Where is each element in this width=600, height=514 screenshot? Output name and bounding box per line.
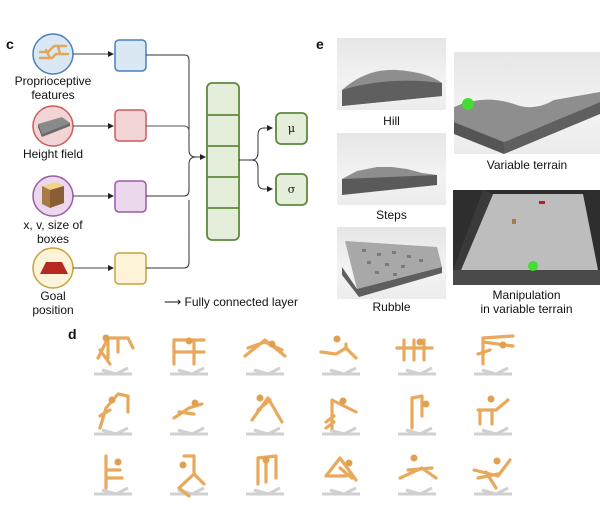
- input-proprioceptive-icon: [32, 33, 74, 75]
- hidden-layer-stack: [206, 82, 240, 241]
- agent-figure-icon: [243, 338, 287, 376]
- panel-label-e: e: [316, 36, 324, 52]
- morphology-thumbnail: [240, 328, 292, 380]
- terrain-label-hill: Hill: [383, 114, 400, 128]
- input-label-boxes: x, v, size of boxes: [23, 218, 83, 246]
- connector: [146, 200, 190, 269]
- morphology-thumbnail: [88, 328, 140, 380]
- morphology-thumbnail: [392, 328, 444, 380]
- agent-figure-icon: [94, 392, 132, 436]
- morphology-thumbnail: [164, 328, 216, 380]
- arrow-right-icon: ⟶: [164, 295, 182, 309]
- morphology-grid: [88, 328, 548, 508]
- terrain-thumbnail-steps: [337, 133, 446, 205]
- network-diagram: [32, 33, 308, 289]
- encoder-box-goal: [114, 252, 147, 285]
- encoder-box-boxes: [114, 180, 147, 213]
- agent-figure-icon: [398, 394, 436, 436]
- output-box-sigma: [275, 173, 308, 206]
- morphology-thumbnail: [316, 328, 368, 380]
- agent-figure-icon: [170, 337, 208, 376]
- terrain-thumbnail-manipulation: [453, 190, 600, 285]
- agent-figure-icon: [395, 338, 436, 376]
- agent-figure-icon: [170, 399, 208, 436]
- agent-figure-icon: [246, 394, 284, 436]
- agent-figure-icon: [246, 454, 284, 496]
- terrain-thumbnail-hill: [337, 38, 446, 110]
- agent-figure-icon: [322, 456, 360, 496]
- output-mu-label: μ: [287, 122, 296, 135]
- legend-text: Fully connected layer: [184, 295, 298, 309]
- agent-figure-icon: [398, 454, 438, 496]
- encoder-box-proprioceptive: [114, 39, 147, 72]
- arrow: [239, 125, 273, 161]
- connector: [146, 156, 197, 197]
- morphology-thumbnail: [392, 448, 444, 500]
- encoder-box-height-field: [114, 109, 147, 142]
- output-sigma-label: σ: [287, 183, 296, 196]
- agent-figure-icon: [474, 334, 515, 376]
- input-label-goal: Goal position: [32, 289, 74, 317]
- input-goal-icon: [32, 247, 74, 289]
- terrain-label-steps: Steps: [376, 208, 407, 222]
- morphology-thumbnail: [240, 448, 292, 500]
- input-label-proprioceptive: Proprioceptive features: [14, 74, 92, 102]
- legend: ⟶ Fully connected layer: [164, 295, 298, 309]
- morphology-thumbnail: [468, 328, 520, 380]
- agent-figure-icon: [322, 397, 360, 436]
- morphology-thumbnail: [468, 388, 520, 440]
- morphology-thumbnail: [240, 388, 292, 440]
- terrain-label-rubble: Rubble: [372, 300, 411, 314]
- agent-figure-icon: [319, 335, 360, 376]
- terrain-thumbnail-rubble: [337, 227, 446, 299]
- agent-figure-icon: [472, 457, 512, 496]
- morphology-thumbnail: [316, 448, 368, 500]
- panel-label-c: c: [6, 36, 14, 52]
- connector: [146, 54, 197, 158]
- connector: [146, 125, 190, 133]
- morphology-thumbnail: [88, 448, 140, 500]
- input-boxes-icon: [32, 175, 74, 217]
- output-box-mu: [275, 112, 308, 145]
- agent-figure-icon: [474, 395, 512, 436]
- agent-figure-icon: [94, 454, 132, 496]
- arrow: [251, 159, 273, 192]
- agent-figure-icon: [94, 334, 135, 376]
- terrain-label-manipulation: Manipulation in variable terrain: [480, 288, 573, 316]
- input-label-height-field: Height field: [22, 147, 84, 161]
- terrain-label-variable-terrain: Variable terrain: [486, 158, 568, 172]
- terrain-thumbnail-variable-terrain: [454, 52, 600, 154]
- morphology-thumbnail: [88, 388, 140, 440]
- morphology-thumbnail: [164, 448, 216, 500]
- morphology-thumbnail: [392, 388, 444, 440]
- morphology-thumbnail: [468, 448, 520, 500]
- panel-label-d: d: [68, 326, 77, 342]
- morphology-thumbnail: [164, 388, 216, 440]
- input-height-field-icon: [32, 105, 74, 147]
- agent-figure-icon: [170, 454, 208, 498]
- morphology-thumbnail: [316, 388, 368, 440]
